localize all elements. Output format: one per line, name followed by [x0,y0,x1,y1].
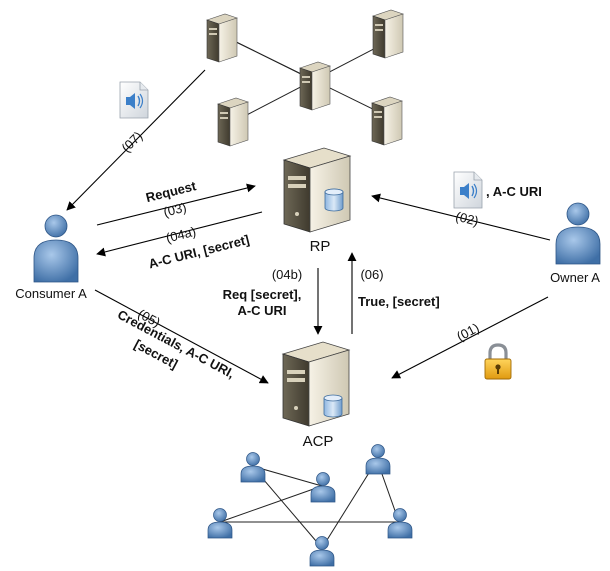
network-server-4 [217,97,249,147]
arrow-02 [371,193,551,241]
network-person-icon [387,508,413,539]
arrow-07 [66,69,206,211]
network-server-2 [372,9,404,59]
network-person-icon [240,452,266,483]
arrow-05 [94,289,269,384]
acp-server-icon [281,341,351,427]
network-person-icon [207,508,233,539]
step-06-text: True, [secret] [358,294,440,309]
flow-arrows [66,69,551,384]
owner-person-icon [555,202,601,265]
consumer-label: Consumer A [15,286,87,301]
step-03-label: (03) [162,200,188,220]
step-06-label: (06) [360,267,383,282]
network-person-icon [310,472,336,503]
step-05-text-line1: Credentials, A-C URI, [115,307,237,381]
audio-document-icon [453,171,483,209]
step-04b-text-line1: Req [secret], [223,287,302,302]
step-04b-text-line2: A-C URI [237,303,286,318]
step-04a-label: (04a) [164,224,197,246]
owner-label: Owner A [550,270,600,285]
arrow-04a [96,211,263,257]
step-03-text: Request [144,178,198,205]
network-person-icon [309,536,335,567]
step-02-text: , A-C URI [486,184,542,199]
audio-document-icon [119,81,149,119]
consumer-person-icon [33,214,79,283]
rp-label: RP [310,238,331,255]
acp-label: ACP [303,433,334,450]
step-02-label: (02) [454,209,480,229]
arrow-01 [391,296,549,379]
rp-server-icon [282,147,352,233]
step-07-label: (07) [118,128,145,155]
padlock-icon [484,343,512,380]
network-person-icon [365,444,391,475]
step-01-label: (01) [454,320,481,344]
network-server-1 [206,13,238,63]
arrow-03 [96,183,256,226]
step-04b-label: (04b) [272,267,302,282]
network-server-3 [299,61,331,111]
network-server-5 [371,96,403,146]
